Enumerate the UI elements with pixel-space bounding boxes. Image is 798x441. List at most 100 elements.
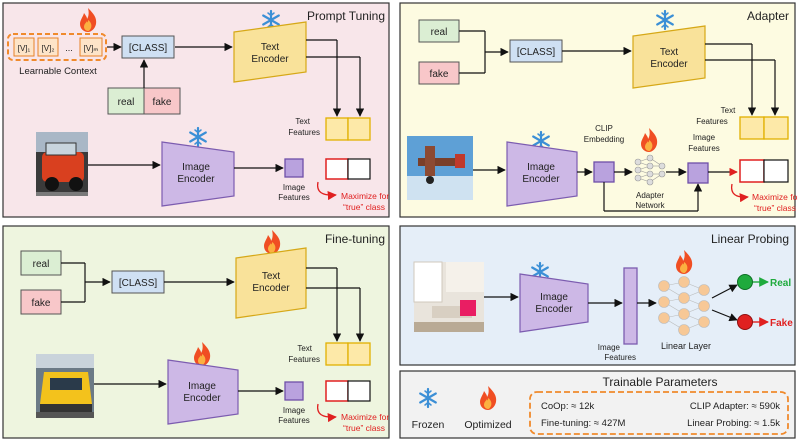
text-features-label: Features — [288, 128, 320, 137]
maximize-label: Maximize for — [752, 192, 798, 202]
image-features-label: Features — [604, 353, 636, 362]
image-encoder-block — [506, 141, 578, 207]
panel-title: Prompt Tuning — [307, 9, 385, 23]
fake-label: fake — [32, 298, 51, 309]
similarity-cell-true — [325, 380, 349, 402]
real-output-node — [737, 274, 753, 290]
panel-trainable-bg — [399, 370, 796, 439]
class-token-label: [CLASS] — [517, 47, 556, 58]
text-feature-cell — [347, 342, 371, 366]
image-encoder-block — [161, 141, 235, 207]
text-features-label: Text — [295, 117, 310, 126]
text-feature-cell — [347, 117, 371, 141]
fake-label-box — [20, 289, 62, 315]
similarity-cell — [763, 159, 789, 183]
adapter-network-label: Adapter — [636, 191, 664, 200]
image-encoder-label: Image — [188, 381, 216, 392]
similarity-cell — [347, 380, 371, 402]
input-image-car — [36, 132, 88, 196]
maximize-label: “true” class — [754, 203, 796, 213]
adapter-network-icon — [634, 154, 666, 186]
image-encoder-label: Image — [540, 292, 568, 303]
real-label: real — [33, 259, 50, 270]
maximize-label: “true” class — [343, 202, 385, 212]
image-encoder-label: Encoder — [522, 174, 560, 185]
image-feature-cell — [284, 381, 304, 401]
maximize-label: “true” class — [343, 423, 385, 433]
real-label: real — [431, 27, 448, 38]
image-features-label: Image — [283, 406, 306, 415]
image-features-label: Image — [283, 183, 306, 192]
image-features-label: Image — [693, 133, 716, 142]
text-features-label: Text — [721, 106, 736, 115]
image-encoder-label: Encoder — [177, 174, 215, 185]
clip-embedding-cell — [593, 161, 615, 183]
linear-layer-label: Linear Layer — [661, 341, 711, 351]
image-features-label: Image — [598, 343, 621, 352]
text-feature-cell — [325, 117, 349, 141]
linear-layer-network — [658, 276, 710, 336]
param-counts-frame — [529, 391, 789, 435]
image-encoder-label: Image — [182, 162, 210, 173]
text-encoder-label: Text — [261, 42, 280, 53]
image-feature-cell — [284, 158, 304, 178]
class-token-box — [121, 35, 175, 59]
image-encoder-label: Encoder — [183, 393, 221, 404]
image-encoder-block — [519, 273, 589, 333]
panel-fine-tuning: Fine-tuning real fake [CLASS] Text Encod… — [2, 225, 390, 439]
similarity-cell-true — [325, 158, 349, 180]
text-features-label: Features — [696, 117, 728, 126]
text-encoder-block — [233, 21, 307, 83]
text-feature-cell — [763, 116, 789, 140]
input-image-room — [413, 261, 484, 332]
image-encoder-label: Image — [527, 162, 555, 173]
input-image-train — [36, 354, 94, 418]
fine-tuning-param-count: Fine-tuning: ≈ 427M — [541, 418, 626, 429]
fake-output-label: Fake — [770, 318, 793, 329]
context-token-label: [V]ₘ — [84, 44, 99, 53]
text-feature-cell — [325, 342, 349, 366]
maximize-label: Maximize for — [341, 191, 389, 201]
context-token-label: [V]₂ — [42, 44, 55, 53]
text-encoder-label: Text — [262, 271, 281, 282]
class-token-label: [CLASS] — [119, 278, 158, 289]
panel-title: Trainable Parameters — [603, 375, 718, 389]
legend-optimized-label: Optimized — [464, 419, 511, 431]
image-encoder-block — [167, 359, 239, 425]
panel-title: Adapter — [747, 9, 789, 23]
panel-title: Fine-tuning — [325, 232, 385, 246]
real-label-box — [20, 250, 62, 276]
text-encoder-label: Encoder — [252, 283, 290, 294]
image-feature-vector — [623, 267, 638, 345]
clip-embedding-label: CLIP — [595, 124, 613, 133]
context-token — [37, 37, 59, 57]
panel-adapter: Adapter real fake [CLASS] Text Encoder T… — [399, 2, 798, 218]
similarity-cell — [347, 158, 371, 180]
image-features-label: Features — [278, 416, 310, 425]
text-features-label: Features — [288, 355, 320, 364]
maximize-label: Maximize for — [341, 412, 389, 422]
coop-param-count: CoOp: ≈ 12k — [541, 401, 595, 412]
linear-probing-param-count: Linear Probing: ≈ 1.5k — [687, 418, 780, 429]
image-features-label: Features — [688, 144, 720, 153]
learnable-context-label: Learnable Context — [19, 66, 97, 77]
context-ellipsis: ... — [65, 43, 73, 53]
image-encoder-label: Encoder — [535, 304, 573, 315]
text-encoder-label: Encoder — [650, 59, 688, 70]
image-feature-cell — [687, 162, 709, 184]
clip-embedding-label: Embedding — [584, 135, 624, 144]
panel-prompt-tuning: Prompt Tuning [V]₁ [V]₂ ... [V]ₘ Learnab… — [2, 2, 390, 218]
fake-output-node — [737, 314, 753, 330]
text-encoder-label: Encoder — [251, 54, 289, 65]
fake-label-box — [143, 87, 181, 115]
context-token-label: [V]₁ — [18, 44, 31, 53]
real-output-label: Real — [770, 278, 791, 289]
similarity-cell-true — [739, 159, 765, 183]
panel-title: Linear Probing — [711, 232, 789, 246]
text-encoder-block — [235, 247, 307, 319]
clip-adapter-param-count: CLIP Adapter: ≈ 590k — [690, 401, 780, 412]
input-image-plane — [407, 136, 473, 200]
text-features-label: Text — [297, 344, 312, 353]
legend-frozen-label: Frozen — [412, 419, 445, 431]
